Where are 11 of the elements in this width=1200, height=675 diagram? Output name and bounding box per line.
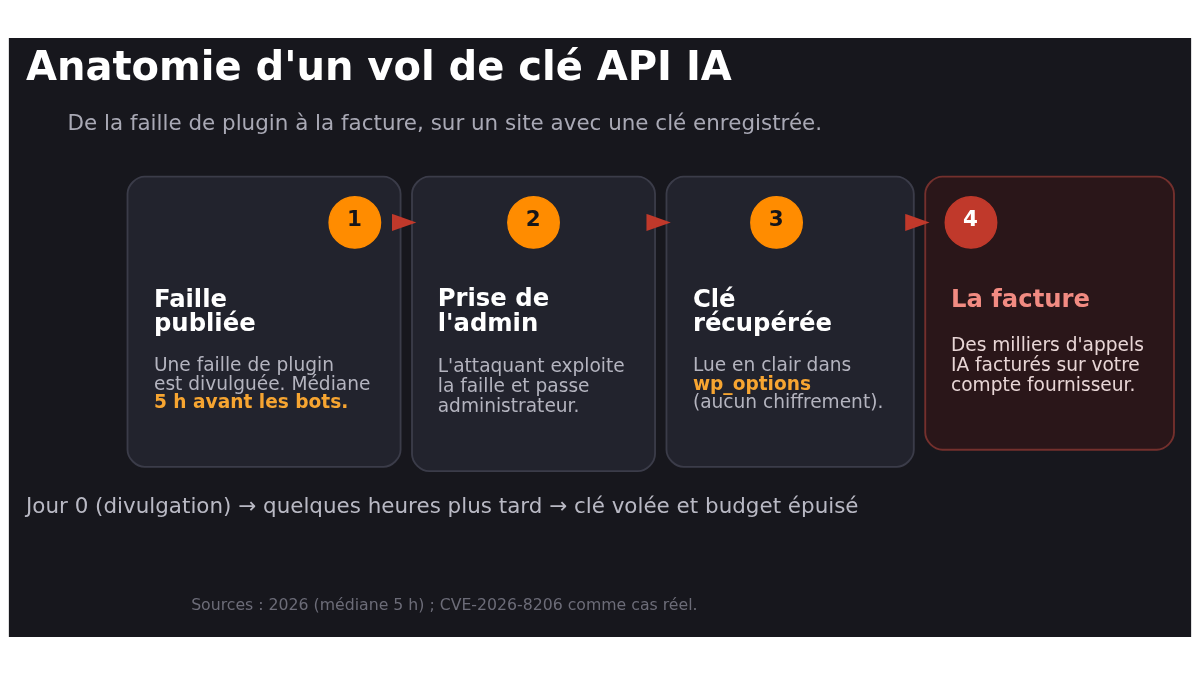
- arrow: [905, 213, 930, 231]
- node-circle: 2: [507, 195, 560, 249]
- label: De la faille de plugin à la facture, sur un site avec une clé enregistrée.: [67, 110, 823, 136]
- label: Sources : 2026 (médiane 5 h) ; CVE-2026-8206 comme cas réel.: [191, 594, 698, 614]
- arrow: [646, 213, 671, 231]
- diagram-title: Anatomie d'un vol de clé API IA: [26, 43, 732, 90]
- node-circle: 4: [944, 195, 998, 249]
- node-circle: 1: [328, 195, 382, 249]
- label: Jour 0 (divulgation) → quelques heures plus tard → clé volée et budget épuisé: [26, 493, 859, 519]
- node-circle: 3: [750, 195, 803, 249]
- arrow: [392, 213, 417, 231]
